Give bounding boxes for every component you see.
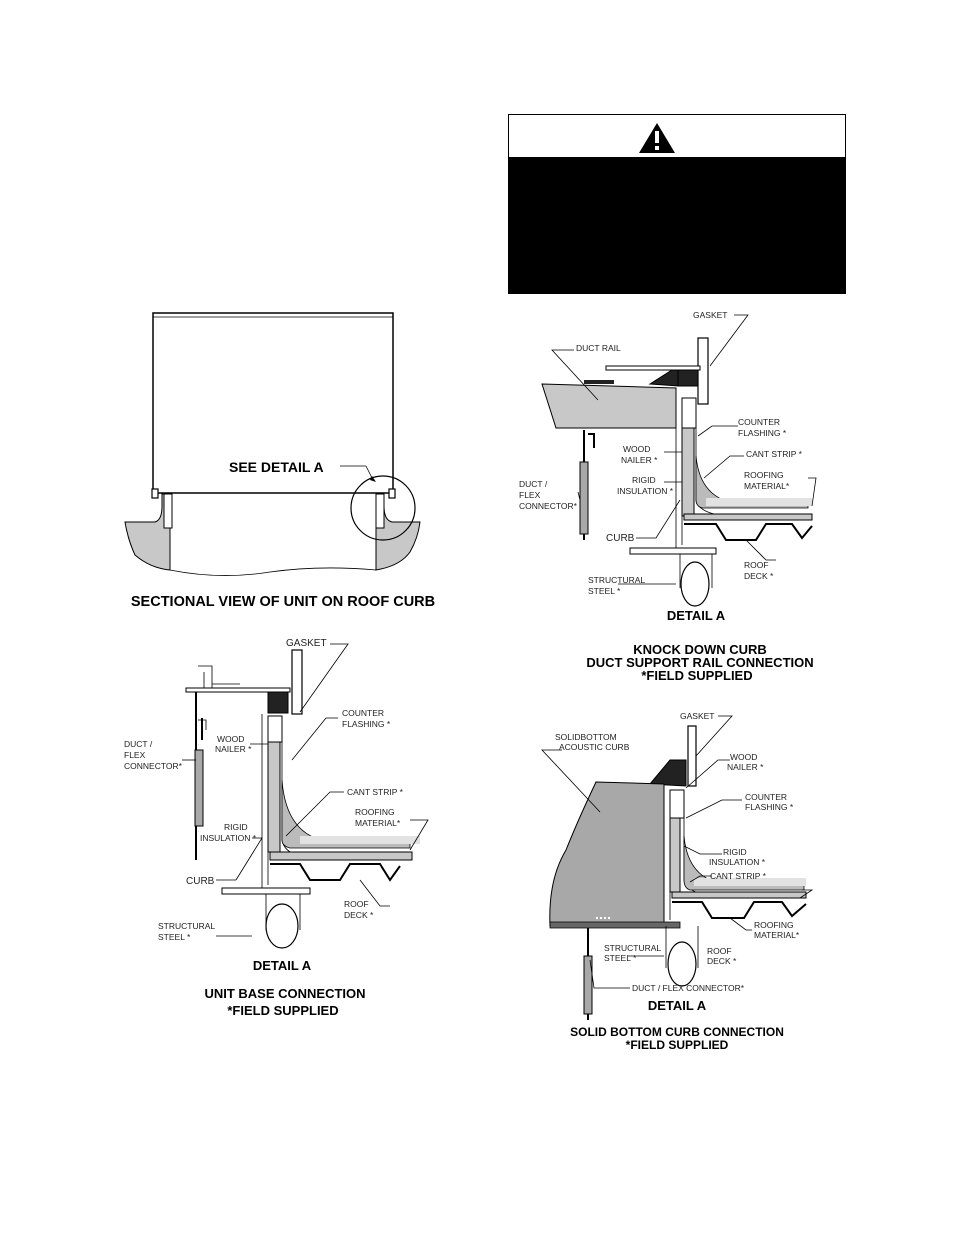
- ub-duct-label: DUCT /: [124, 739, 153, 749]
- ub-caption: UNIT BASE CONNECTION: [204, 986, 365, 1001]
- sb-caption: SOLID BOTTOM CURB CONNECTION: [570, 1025, 784, 1039]
- sb-acoustic-label-2: ACOUSTIC CURB: [559, 742, 630, 752]
- sb-counter-label-2: FLASHING *: [745, 802, 794, 812]
- ub-detail-title: DETAIL A: [253, 958, 312, 973]
- ub-counter-label: COUNTER: [342, 708, 384, 718]
- kd-structural-label: STRUCTURAL: [588, 575, 645, 585]
- warning-header: [509, 115, 845, 158]
- sb-wood-label: WOOD: [730, 752, 757, 762]
- sb-detail-title: DETAIL A: [648, 998, 707, 1013]
- kd-duct-rail-label: DUCT RAIL: [576, 343, 621, 353]
- kd-counter-label: COUNTER: [738, 417, 780, 427]
- kd-caption-3: *FIELD SUPPLIED: [641, 668, 752, 683]
- kd-counter-label-2: FLASHING *: [738, 428, 787, 438]
- kd-rigid-label-2: INSULATION *: [617, 486, 674, 496]
- kd-wood-label: WOOD: [623, 444, 650, 454]
- sectional-view-caption: SECTIONAL VIEW OF UNIT ON ROOF CURB: [131, 594, 435, 610]
- kd-cant-label: CANT STRIP *: [746, 449, 803, 459]
- ub-duct-label-2: FLEX: [124, 750, 146, 760]
- see-detail-label: SEE DETAIL A: [229, 459, 324, 475]
- kd-structural-label-2: STEEL *: [588, 586, 621, 596]
- ub-curb-label: CURB: [186, 876, 215, 887]
- kd-rigid-label: RIGID: [632, 475, 656, 485]
- sb-rigid-label: RIGID: [723, 847, 747, 857]
- sb-rigid-label-2: INSULATION *: [709, 857, 766, 867]
- kd-gasket-label: GASKET: [693, 310, 727, 320]
- sb-roofing-label-2: MATERIAL*: [754, 930, 800, 940]
- sb-gasket-label: GASKET: [680, 711, 714, 721]
- ub-counter-label-2: FLASHING *: [342, 719, 391, 729]
- ub-wood-label-2: NAILER *: [215, 744, 252, 754]
- ub-rigid-label: RIGID: [224, 822, 248, 832]
- sb-cant-label: CANT STRIP *: [710, 871, 767, 881]
- kd-roofing-label-2: MATERIAL*: [744, 481, 790, 491]
- kd-duct-label: DUCT /: [519, 479, 548, 489]
- ub-gasket-label: GASKET: [286, 638, 327, 649]
- ub-cant-label: CANT STRIP *: [347, 787, 404, 797]
- kd-roof-label-2: DECK *: [744, 571, 774, 581]
- sb-duct-label: DUCT / FLEX CONNECTOR*: [632, 983, 745, 993]
- kd-wood-label-2: NAILER *: [621, 455, 658, 465]
- ub-wood-label: WOOD: [217, 734, 244, 744]
- kd-roof-label: ROOF: [744, 560, 769, 570]
- kd-caption-2: DUCT SUPPORT RAIL CONNECTION: [586, 655, 813, 670]
- sb-roof-label-2: DECK *: [707, 956, 737, 966]
- sb-roof-label: ROOF: [707, 946, 732, 956]
- sb-counter-label: COUNTER: [745, 792, 787, 802]
- ub-roofing-label: ROOFING: [355, 807, 395, 817]
- ub-structural-label-2: STEEL *: [158, 932, 191, 942]
- sb-roofing-label: ROOFING: [754, 920, 794, 930]
- ub-structural-label: STRUCTURAL: [158, 921, 215, 931]
- kd-duct-label-2: FLEX: [519, 490, 541, 500]
- sb-structural-label-2: STEEL *: [604, 953, 637, 963]
- kd-roofing-label: ROOFING: [744, 470, 784, 480]
- kd-caption: KNOCK DOWN CURB: [633, 642, 767, 657]
- kd-detail-title: DETAIL A: [667, 608, 726, 623]
- warning-box: [508, 114, 846, 294]
- ub-roof-label: ROOF: [344, 899, 369, 909]
- sb-wood-label-2: NAILER *: [727, 762, 764, 772]
- ub-rigid-label-2: INSULATION *: [200, 833, 257, 843]
- ub-caption-2: *FIELD SUPPLIED: [227, 1003, 338, 1018]
- sb-structural-label: STRUCTURAL: [604, 943, 661, 953]
- kd-duct-label-3: CONNECTOR*: [519, 501, 578, 511]
- ub-roof-label-2: DECK *: [344, 910, 374, 920]
- sb-caption-2: *FIELD SUPPLIED: [626, 1038, 729, 1052]
- kd-curb-label: CURB: [606, 533, 635, 544]
- sb-acoustic-label: SOLIDBOTTOM: [555, 732, 617, 742]
- ub-roofing-label-2: MATERIAL*: [355, 818, 401, 828]
- ub-duct-label-3: CONNECTOR*: [124, 761, 183, 771]
- warning-triangle-icon: [639, 123, 675, 153]
